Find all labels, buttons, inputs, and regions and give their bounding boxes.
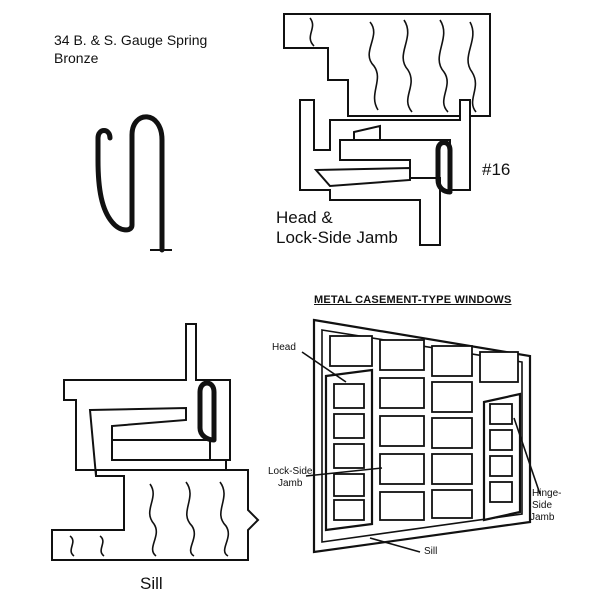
head-jamb-section bbox=[283, 13, 491, 246]
callout-lock-line1: Lock-Side bbox=[268, 466, 313, 477]
part-number-label: #16 bbox=[482, 160, 511, 179]
spring-label-line2: Bronze bbox=[54, 50, 99, 66]
spring-clip-drawing bbox=[95, 114, 172, 253]
leader-lock-side bbox=[305, 467, 383, 477]
head-label-line1: Head & bbox=[276, 208, 333, 227]
spring-label-line1: 34 B. & S. Gauge Spring bbox=[54, 32, 208, 48]
sill-label: Sill bbox=[140, 574, 163, 593]
leader-head bbox=[301, 351, 347, 383]
callout-head: Head bbox=[272, 342, 296, 353]
head-label-line2: Lock-Side Jamb bbox=[276, 228, 398, 247]
callout-hinge-line2: Side bbox=[532, 500, 553, 511]
callout-sill: Sill bbox=[424, 546, 438, 557]
callout-hinge-line3: Jamb bbox=[530, 512, 555, 523]
window-panes bbox=[329, 335, 519, 521]
windows-title: METAL CASEMENT-TYPE WINDOWS bbox=[314, 294, 512, 306]
leader-hinge-side bbox=[513, 417, 541, 495]
callout-hinge-line1: Hinge- bbox=[532, 488, 562, 499]
casement-window bbox=[301, 318, 541, 554]
sill-section bbox=[51, 323, 260, 561]
callout-lock-line2: Jamb bbox=[278, 478, 303, 489]
leader-sill bbox=[369, 537, 421, 553]
